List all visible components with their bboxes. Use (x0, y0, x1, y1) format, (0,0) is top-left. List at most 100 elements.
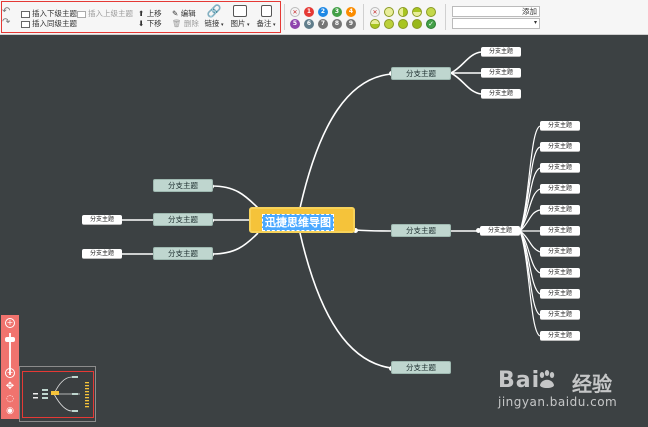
move-up-label: 上移 (146, 9, 162, 18)
insert-sibling-button[interactable]: 插入同级主题 (21, 19, 77, 28)
leaf-topic[interactable]: 分支主题 (540, 142, 580, 152)
branch-topic-left-2[interactable]: 分支主题 (153, 213, 213, 226)
leaf-topic[interactable]: 分支主题 (540, 247, 580, 257)
toolbar: ↶↷ 插入下级主题 插入同级主题 插入上级主题 ⬆ 上移 ⬇ 下移 ✎ 编辑 🗑… (0, 0, 648, 35)
insert-parent-button[interactable]: 插入上级主题 (77, 9, 133, 18)
priority-9-icon[interactable]: 9 (346, 19, 356, 29)
leaf-topic[interactable]: 分支主题 (540, 331, 580, 341)
toolbar-highlighted-group (1, 1, 281, 33)
zoom-in-icon[interactable]: + (5, 318, 15, 328)
tag-input[interactable] (452, 6, 540, 17)
progress-0-icon[interactable] (384, 7, 394, 17)
watermark-logo-text: Bai (498, 368, 541, 393)
move-up-button[interactable]: ⬆ 上移 (138, 9, 162, 18)
zoom-panel: + − ✥ ◌ ◉ (1, 315, 19, 419)
progress-done-icon[interactable]: ✓ (426, 19, 436, 29)
locate-icon[interactable]: ◌ (6, 394, 14, 404)
chevron-down-icon: ▾ (245, 22, 250, 28)
leaf-topic[interactable]: 分支主题 (540, 121, 580, 131)
priority-5-icon[interactable]: 5 (290, 19, 300, 29)
toolbar-divider (363, 4, 364, 30)
sub-topic[interactable]: 分支主题 (480, 226, 520, 236)
move-icon[interactable]: ✥ (5, 381, 15, 392)
note-icon (260, 5, 272, 17)
edit-button[interactable]: ✎ 编辑 (172, 9, 196, 18)
navigator-viewport[interactable] (22, 371, 94, 418)
progress-7-icon[interactable] (412, 19, 422, 29)
branch-topic-right-1[interactable]: 分支主题 (391, 67, 451, 80)
remove-progress-icon[interactable]: ✕ (370, 7, 380, 17)
note-button[interactable]: 备注 ▾ (255, 5, 277, 29)
eye-icon[interactable]: ◉ (6, 406, 14, 416)
connector-dot (353, 228, 358, 233)
toolbar-divider (284, 4, 285, 30)
leaf-topic[interactable]: 分支主题 (481, 68, 521, 78)
link-label: 链接 (204, 19, 220, 28)
arrow-down-icon: ⬇ (138, 19, 145, 28)
image-button[interactable]: 图片 ▾ (229, 5, 251, 29)
move-down-button[interactable]: ⬇ 下移 (138, 19, 162, 28)
watermark-logo-suffix: 经验 (572, 372, 612, 396)
priority-6-icon[interactable]: 6 (304, 19, 314, 29)
branch-topic-left-3[interactable]: 分支主题 (153, 247, 213, 260)
zoom-slider-track[interactable] (9, 333, 11, 375)
progress-4-icon[interactable] (370, 19, 380, 29)
note-label: 备注 (256, 19, 272, 28)
progress-6-icon[interactable] (398, 19, 408, 29)
leaf-topic[interactable]: 分支主题 (540, 289, 580, 299)
chevron-down-icon: ▾ (219, 22, 224, 28)
priority-4-icon[interactable]: 4 (346, 7, 356, 17)
minimap-preview (33, 376, 89, 412)
progress-2-icon[interactable] (412, 7, 422, 17)
leaf-topic[interactable]: 分支主题 (481, 47, 521, 57)
priority-3-icon[interactable]: 3 (332, 7, 342, 17)
link-button[interactable]: 🔗 链接 ▾ (203, 5, 225, 29)
baidu-jingyan-watermark: Bai 经验 jingyan.baidu.com (494, 362, 644, 422)
pencil-icon: ✎ (172, 9, 179, 18)
zoom-out-icon[interactable]: − (5, 368, 15, 378)
leaf-topic[interactable]: 分支主题 (540, 205, 580, 215)
branch-topic-right-3[interactable]: 分支主题 (391, 361, 451, 374)
leaf-topic[interactable]: 分支主题 (82, 249, 122, 259)
leaf-topic[interactable]: 分支主题 (540, 268, 580, 278)
link-icon: 🔗 (206, 4, 222, 18)
remove-priority-icon[interactable]: ✕ (290, 7, 300, 17)
leaf-topic[interactable]: 分支主题 (82, 215, 122, 225)
leaf-topic[interactable]: 分支主题 (540, 226, 580, 236)
insert-parent-icon (77, 10, 86, 18)
zoom-slider-thumb[interactable] (5, 337, 15, 342)
insert-parent-label: 插入上级主题 (88, 9, 133, 18)
toolbar-divider (445, 4, 446, 30)
priority-1-icon[interactable]: 1 (304, 7, 314, 17)
chevron-down-icon: ▾ (533, 19, 537, 26)
trash-icon: 🗑 (172, 19, 182, 28)
priority-8-icon[interactable]: 8 (332, 19, 342, 29)
branch-topic-right-2[interactable]: 分支主题 (391, 224, 451, 237)
edit-label: 编辑 (180, 9, 196, 18)
priority-2-icon[interactable]: 2 (318, 7, 328, 17)
progress-3-icon[interactable] (426, 7, 436, 17)
delete-button[interactable]: 🗑 删除 (172, 19, 199, 28)
progress-1-icon[interactable] (398, 7, 408, 17)
add-tag-button[interactable]: 添加 (522, 7, 537, 16)
undo-redo-icons[interactable]: ↶↷ (2, 6, 11, 28)
leaf-topic[interactable]: 分支主题 (540, 310, 580, 320)
insert-sibling-label: 插入同级主题 (32, 19, 77, 28)
tag-select[interactable]: ▾ (452, 18, 540, 29)
priority-7-icon[interactable]: 7 (318, 19, 328, 29)
progress-5-icon[interactable] (384, 19, 394, 29)
root-topic[interactable]: 迅捷思维导图 (249, 207, 355, 233)
branch-topic-left-1[interactable]: 分支主题 (153, 179, 213, 192)
leaf-topic[interactable]: 分支主题 (481, 89, 521, 99)
insert-child-label: 插入下级主题 (32, 9, 77, 18)
insert-child-button[interactable]: 插入下级主题 (21, 9, 77, 18)
chevron-down-icon: ▾ (271, 22, 276, 28)
move-down-label: 下移 (146, 19, 162, 28)
leaf-topic[interactable]: 分支主题 (540, 163, 580, 173)
leaf-topic[interactable]: 分支主题 (540, 184, 580, 194)
navigator-minimap[interactable] (19, 366, 96, 422)
root-topic-label[interactable]: 迅捷思维导图 (262, 214, 334, 231)
image-label: 图片 (230, 19, 246, 28)
